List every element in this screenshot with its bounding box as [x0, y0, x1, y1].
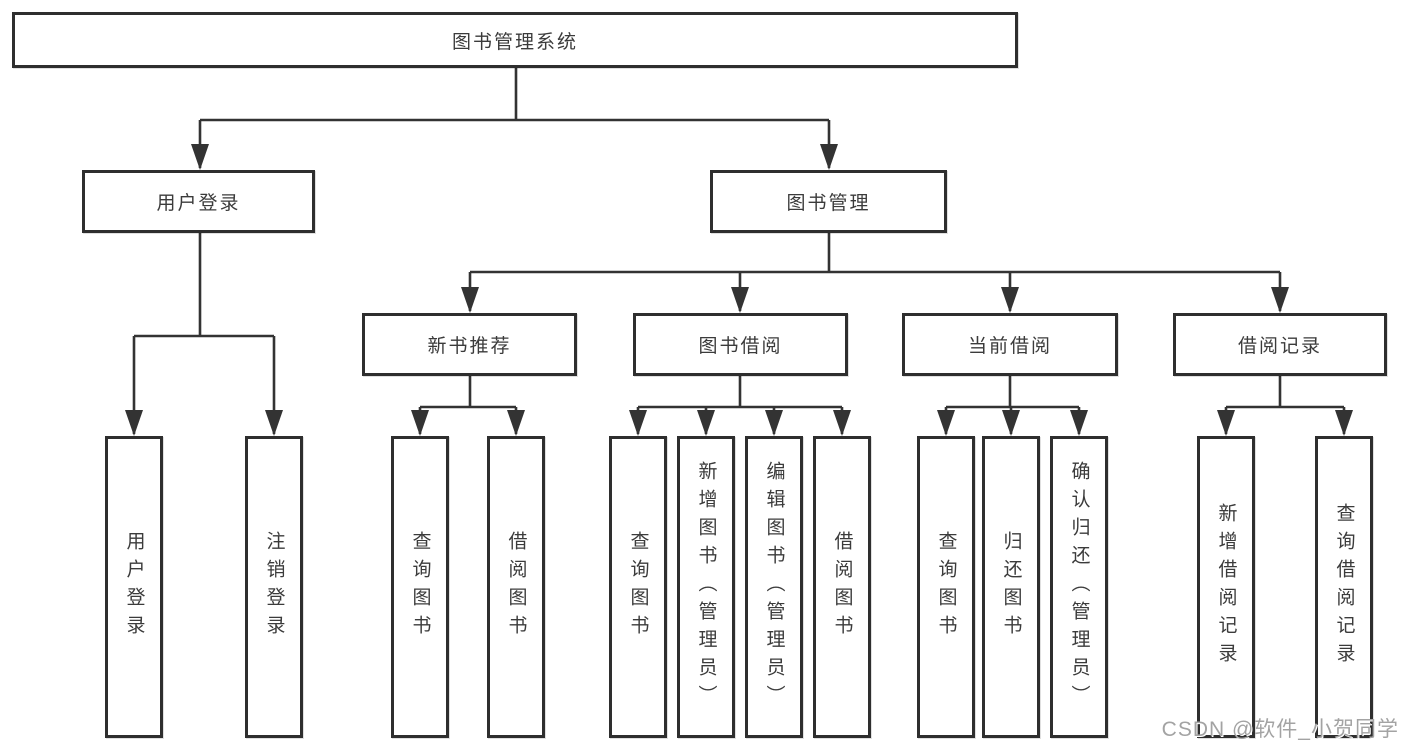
leaf-query-books-2-label: 查询图书	[627, 531, 649, 643]
leaf-confirm-return-admin: 确认归还（管理员）	[1050, 436, 1108, 738]
node-book-borrow: 图书借阅	[633, 313, 848, 376]
leaf-add-books-admin: 新增图书（管理员）	[677, 436, 735, 738]
leaf-query-books-3: 查询图书	[917, 436, 975, 738]
leaf-return-books: 归还图书	[982, 436, 1040, 738]
leaf-borrow-books-1: 借阅图书	[487, 436, 545, 738]
leaf-query-books-3-label: 查询图书	[935, 531, 957, 643]
leaf-logout-label: 注销登录	[263, 531, 285, 643]
leaf-borrow-books-1-label: 借阅图书	[505, 531, 527, 643]
leaf-logout: 注销登录	[245, 436, 303, 738]
leaf-confirm-return-admin-label: 确认归还（管理员）	[1068, 461, 1090, 713]
leaf-query-books-1-label: 查询图书	[409, 531, 431, 643]
csdn-watermark: CSDN @软件_小贺同学	[1161, 718, 1399, 741]
leaf-query-borrow-record: 查询借阅记录	[1315, 436, 1373, 738]
leaf-query-borrow-record-label: 查询借阅记录	[1333, 503, 1355, 671]
leaf-query-books-1: 查询图书	[391, 436, 449, 738]
leaf-query-books-2: 查询图书	[609, 436, 667, 738]
leaf-edit-books-admin-label: 编辑图书（管理员）	[763, 461, 785, 713]
node-borrow-records: 借阅记录	[1173, 313, 1387, 376]
node-current-borrow: 当前借阅	[902, 313, 1118, 376]
node-library-system: 图书管理系统	[12, 12, 1018, 68]
leaf-return-books-label: 归还图书	[1000, 531, 1022, 643]
node-new-book-recommend: 新书推荐	[362, 313, 577, 376]
leaf-user-login: 用户登录	[105, 436, 163, 738]
arrow-lines	[125, 120, 1353, 436]
leaf-borrow-books-2-label: 借阅图书	[831, 531, 853, 643]
leaf-borrow-books-2: 借阅图书	[813, 436, 871, 738]
leaf-edit-books-admin: 编辑图书（管理员）	[745, 436, 803, 738]
leaf-add-borrow-record-label: 新增借阅记录	[1215, 503, 1237, 671]
leaf-add-borrow-record: 新增借阅记录	[1197, 436, 1255, 738]
node-user-login: 用户登录	[82, 170, 315, 233]
leaf-add-books-admin-label: 新增图书（管理员）	[695, 461, 717, 713]
leaf-user-login-label: 用户登录	[123, 531, 145, 643]
node-book-management: 图书管理	[710, 170, 947, 233]
